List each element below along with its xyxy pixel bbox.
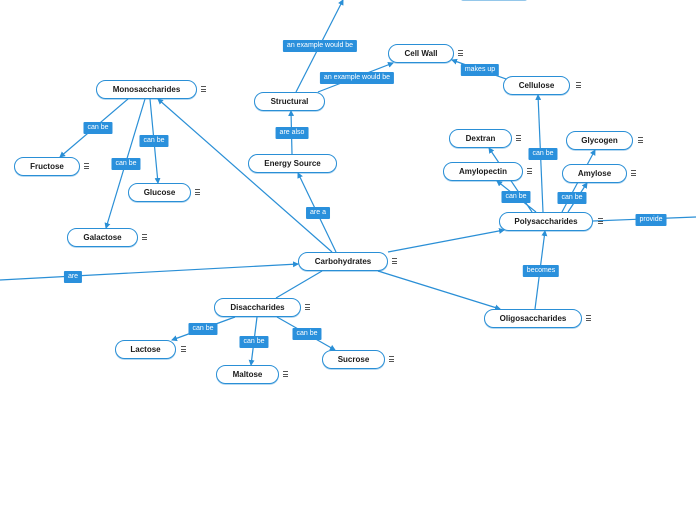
edge-label-can-be[interactable]: can be bbox=[239, 336, 269, 348]
menu-icon[interactable] bbox=[631, 170, 636, 176]
node-energy-source[interactable]: Energy Source bbox=[248, 154, 337, 173]
edge-label-example-1[interactable]: an example would be bbox=[282, 40, 358, 52]
node-cellulose[interactable]: Cellulose bbox=[503, 76, 570, 95]
node-cell-wall[interactable]: Cell Wall bbox=[388, 44, 454, 63]
menu-icon[interactable] bbox=[638, 137, 643, 143]
node-polysaccharides[interactable]: Polysaccharides bbox=[499, 212, 593, 231]
menu-icon[interactable] bbox=[195, 189, 200, 195]
edge-label-can-be[interactable]: can be bbox=[83, 122, 113, 134]
menu-icon[interactable] bbox=[576, 82, 581, 88]
node-maltose[interactable]: Maltose bbox=[216, 365, 279, 384]
edge-label-can-be[interactable]: can be bbox=[528, 148, 558, 160]
edge-label-can-be[interactable]: can be bbox=[292, 328, 322, 340]
menu-icon[interactable] bbox=[586, 315, 591, 321]
edge-carb-di bbox=[275, 270, 323, 299]
node-carbohydrates[interactable]: Carbohydrates bbox=[298, 252, 388, 271]
menu-icon[interactable] bbox=[458, 50, 463, 56]
node-amylose[interactable]: Amylose bbox=[562, 164, 627, 183]
edge-label-provide[interactable]: provide bbox=[635, 214, 667, 226]
edge-carb-oligo bbox=[377, 270, 501, 311]
node-amylopectin[interactable]: Amylopectin bbox=[443, 162, 523, 181]
edge-are bbox=[0, 261, 299, 281]
edge-label-can-be[interactable]: can be bbox=[139, 135, 169, 147]
edge-label-can-be[interactable]: can be bbox=[188, 323, 218, 335]
edge-label-are[interactable]: are bbox=[63, 271, 83, 283]
node-fructose[interactable]: Fructose bbox=[14, 157, 80, 176]
edge-label-can-be[interactable]: can be bbox=[501, 191, 531, 203]
node-galactose[interactable]: Galactose bbox=[67, 228, 138, 247]
menu-icon[interactable] bbox=[305, 304, 310, 310]
menu-icon[interactable] bbox=[201, 86, 206, 92]
node-oligosaccharides[interactable]: Oligosaccharides bbox=[484, 309, 582, 328]
node-monosaccharides[interactable]: Monosaccharides bbox=[96, 80, 197, 99]
node-lactose[interactable]: Lactose bbox=[115, 340, 176, 359]
menu-icon[interactable] bbox=[142, 234, 147, 240]
node-disaccharides[interactable]: Disaccharides bbox=[214, 298, 301, 317]
edge-label-makes-up[interactable]: makes up bbox=[460, 64, 500, 76]
edge-carb-mono bbox=[157, 98, 333, 253]
edge-carb-poly bbox=[387, 227, 505, 253]
edge-label-are-also[interactable]: are also bbox=[275, 127, 309, 139]
edge-label-can-be[interactable]: can be bbox=[111, 158, 141, 170]
edge-label-are-a[interactable]: are a bbox=[306, 207, 330, 219]
edge-label-example-2[interactable]: an example would be bbox=[319, 72, 395, 84]
menu-icon[interactable] bbox=[389, 356, 394, 362]
edge-label-can-be[interactable]: can be bbox=[557, 192, 587, 204]
node-glycogen[interactable]: Glycogen bbox=[566, 131, 633, 150]
menu-icon[interactable] bbox=[392, 258, 397, 264]
menu-icon[interactable] bbox=[527, 168, 532, 174]
edge-label-becomes[interactable]: becomes bbox=[522, 265, 560, 277]
node-glucose[interactable]: Glucose bbox=[128, 183, 191, 202]
menu-icon[interactable] bbox=[598, 218, 603, 224]
node-dextran[interactable]: Dextran bbox=[449, 129, 512, 148]
node-structural[interactable]: Structural bbox=[254, 92, 325, 111]
menu-icon[interactable] bbox=[283, 371, 288, 377]
menu-icon[interactable] bbox=[516, 135, 521, 141]
menu-icon[interactable] bbox=[181, 346, 186, 352]
node-sucrose[interactable]: Sucrose bbox=[322, 350, 385, 369]
menu-icon[interactable] bbox=[84, 163, 89, 169]
